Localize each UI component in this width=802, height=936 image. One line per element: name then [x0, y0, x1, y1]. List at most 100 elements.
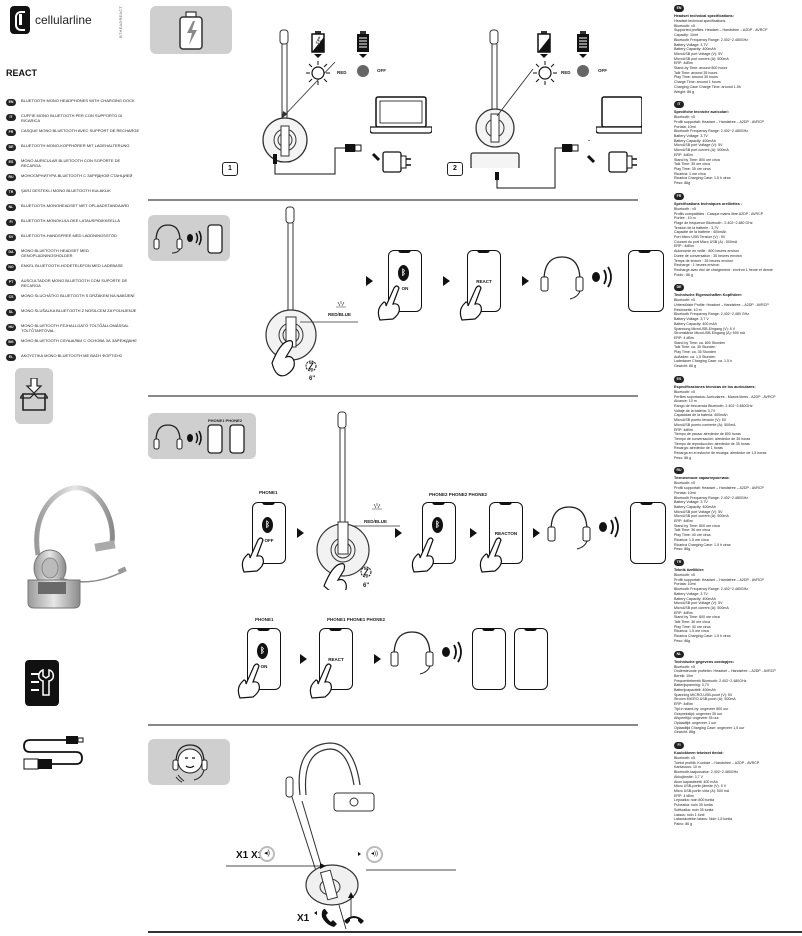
- led-indicator-pointer-2: [496, 68, 534, 117]
- multipoint-led-label: RED/BLUE: [364, 519, 388, 524]
- headset-side-illustration-1: [262, 29, 308, 163]
- call-press-label: X1: [297, 913, 310, 924]
- spec-line: ERP: 4dBm: [674, 519, 693, 524]
- spec-line: Ricarica: 1.5 ore circa: [674, 537, 709, 542]
- step-arrow: [533, 528, 540, 538]
- spec-language-badge: EN: [674, 5, 684, 12]
- reconnect-on-label: ON: [260, 664, 268, 669]
- section-divider-1: [148, 199, 638, 201]
- led-off-label-2: OFF: [598, 68, 607, 73]
- spec-language-badge: TR: [674, 558, 684, 566]
- brand-name: cellularline: [35, 13, 92, 27]
- led-off-dot: [357, 65, 369, 77]
- spec-line: Battery Voltage: 3.7V: [674, 591, 708, 596]
- headset-side-illustration-2: [470, 29, 520, 168]
- pairing-section-icon-panel: [148, 215, 230, 261]
- spec-line: Play Time: around 35 hours: [674, 75, 718, 80]
- language-title: MONO BLUETOOTH FEJHALLGATÓ TÖLTŐÁLLOMÁSS…: [21, 323, 129, 333]
- spec-title: Teknik özellikler:: [674, 567, 705, 572]
- spec-line: Portée : 10 m: [674, 216, 696, 221]
- led-light-on-icon: [306, 61, 330, 85]
- phone2-device-label: REACTON: [494, 531, 518, 536]
- language-code-badge: HU: [6, 324, 16, 331]
- spec-line: Peso: 86g: [674, 547, 691, 552]
- spec-line: Ricarica Charging Case: 1.5 h circa: [674, 542, 731, 547]
- spec-line: Bereik: 10m: [674, 673, 694, 678]
- finger-tap-icon: [411, 537, 434, 573]
- language-code-badge: EN: [6, 99, 16, 106]
- spec-line: Talk Time: ca. 35 Stunden: [674, 345, 716, 350]
- language-item: HU MONO BLUETOOTH FEJHALLGATÓ TÖLTŐÁLLOMÁ…: [6, 323, 141, 334]
- language-code-badge: CS: [6, 294, 16, 301]
- spec-line: Ricarica: 1.5 ore circa: [674, 629, 709, 634]
- spec-line: Bluetooth: v5: [674, 23, 695, 28]
- usb-cable-connection-1: [273, 140, 381, 175]
- multipoint-header-label: PHONE1 PHONE2: [208, 418, 243, 423]
- spec-line: ERP: 4dBm: [674, 610, 693, 615]
- step-arrow: [522, 276, 529, 286]
- section-divider-2: [148, 395, 638, 397]
- bluetooth-off-label: OFF: [264, 538, 274, 543]
- spec-line: Portata: 10mt: [674, 124, 696, 129]
- spec-line: Tiempo de conversación: alrededor de 35 …: [674, 436, 751, 441]
- spec-line: Courant du port Micro USB (A) : 500mA: [674, 239, 738, 244]
- spec-line: Battery Voltage: 3.7V: [674, 134, 708, 139]
- phone1-label: PHONE1: [259, 490, 278, 495]
- spec-title: Technische gegevens oordopjes:: [674, 659, 734, 664]
- step-2-badge: 2: [447, 162, 463, 176]
- spec-line: ERP: 4 dBm: [674, 335, 694, 340]
- spec-line: Akun kapasiteetti: 400 mAh: [674, 779, 718, 784]
- spec-line: MicroUSB port current (A): 500mA: [674, 605, 729, 610]
- finger-tap-icon: [237, 663, 260, 699]
- spec-line: Lataus: noin 1 tunti: [674, 812, 705, 817]
- finger-tap-icon: [377, 285, 400, 321]
- language-code-badge: FR: [6, 129, 16, 136]
- spec-line: Port Micro USB Tension (V) : 5V: [674, 235, 726, 240]
- spec-line: MicroUSB port Voltage (V): 5V: [674, 51, 723, 56]
- spec-line: ERP: 4 dBm: [674, 793, 694, 798]
- spec-line: Ladedauer Charging Case: ca. 1,5 h: [674, 359, 732, 364]
- spec-line: Micro USB-portin virta (A): 500 mA: [674, 789, 730, 793]
- spec-line: Bluetooth: v5: [674, 481, 695, 486]
- spec-line: Tijd in stand-by: ongeveer 800 uur: [674, 706, 729, 711]
- wall-charger-icon-1: [382, 151, 411, 173]
- spec-line: Battery Voltage: 3.7V: [674, 500, 708, 505]
- step-arrow: [395, 528, 402, 538]
- volume-down-press-label-alt: X1: [251, 850, 264, 861]
- spec-line: Stromstärke MicroUSB-Eingang (A): 500 mA: [674, 331, 746, 336]
- spec-line: Rango de frecuencia Bluetooth: 2.402~2.4…: [674, 404, 753, 408]
- language-title: MONO BLUETOOTH HEADSET MED GENOPLADNINGS…: [21, 248, 89, 258]
- finger-tap-icon: [479, 537, 502, 573]
- spec-line: Spannung MicroUSB-Eingang (V): 5 V: [674, 326, 736, 331]
- volume-down-button[interactable]: ◂): [259, 846, 275, 862]
- language-title: BLUETOOTH-HANDSFREE MED LADDNINGSSTÖD: [21, 233, 117, 238]
- language-code-badge: RU: [6, 174, 16, 181]
- spec-line: Charge Time: around 1 hours: [674, 80, 721, 85]
- headset-connected-icon: [547, 506, 619, 550]
- volume-up-button[interactable]: ◂)): [366, 846, 383, 863]
- step-arrow: [366, 276, 373, 286]
- spec-line: Poids : 86 g: [674, 272, 693, 277]
- headset-two-phones-icon: [153, 424, 245, 454]
- spec-line: MicroUSB puerto corriente (A): 500mA: [674, 422, 736, 427]
- language-title: MONO AURICULAR BLUETOOTH CON SOPORTE DE …: [21, 158, 121, 168]
- finger-tap-icon: [241, 537, 264, 573]
- spec-title: Especificaciones técnicas de los auricul…: [674, 384, 756, 389]
- spec-line: Headset technical specifications:: [674, 19, 727, 23]
- spec-line: Stand by Time: 800 ore circa: [674, 615, 720, 620]
- reconnect-phone1-label: PHONE1: [255, 617, 274, 622]
- led-off-label: OFF: [377, 68, 386, 73]
- language-title: AUSCULTADOR MONO BLUETOOTH COM SUPORTE D…: [21, 278, 128, 288]
- headset-connected-icon: [540, 256, 612, 300]
